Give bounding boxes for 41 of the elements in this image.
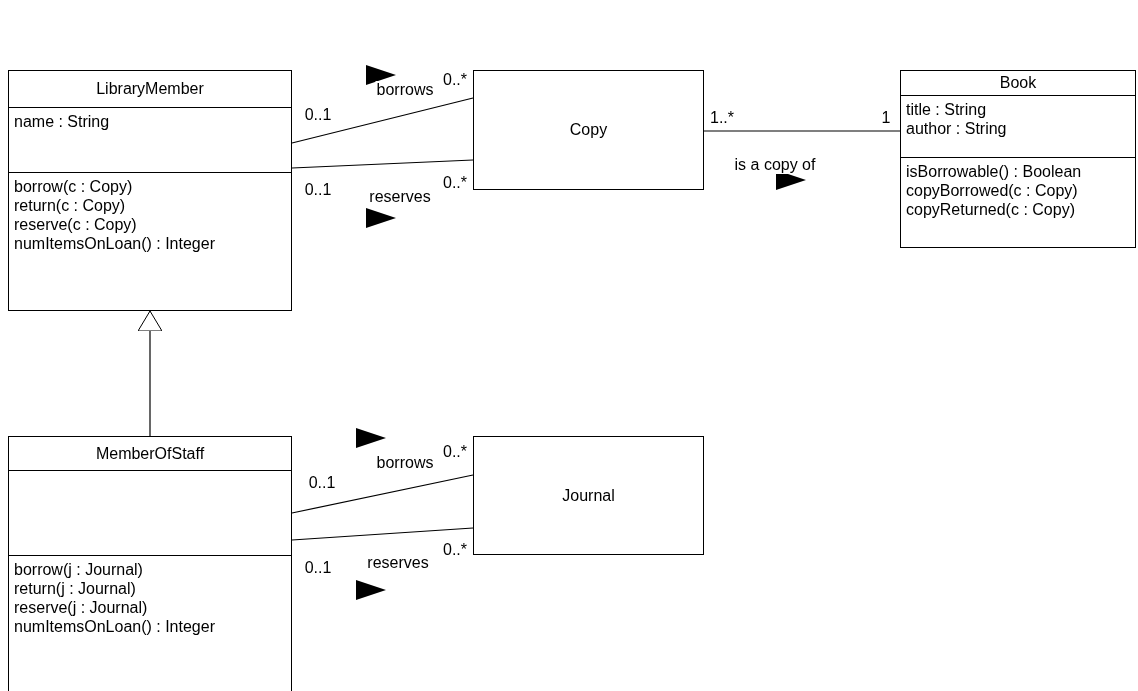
multiplicity-label: 0..1 <box>307 474 337 492</box>
association-line <box>291 527 474 541</box>
class-box <box>900 70 1136 248</box>
multiplicity-label: 0..* <box>442 443 468 461</box>
method-text: return(j : Journal) <box>14 579 136 598</box>
class-name: Journal <box>562 486 615 505</box>
method-text: reserve(j : Journal) <box>14 598 148 617</box>
method-text: copyReturned(c : Copy) <box>906 200 1075 219</box>
multiplicity-label: 0..1 <box>303 181 333 199</box>
method-text: borrow(j : Journal) <box>14 560 143 579</box>
edge-label: is a copy of <box>733 156 817 174</box>
multiplicity-label: 0..* <box>442 174 468 192</box>
multiplicity-label: 1 <box>880 109 892 127</box>
association-line <box>291 159 474 169</box>
generalization-arrow <box>137 310 163 437</box>
association-line <box>291 474 474 514</box>
class-box <box>8 70 292 311</box>
class-name: MemberOfStaff <box>95 444 205 463</box>
attribute-text: author : String <box>906 119 1007 138</box>
multiplicity-label: 1..* <box>709 109 735 127</box>
method-text: reserve(c : Copy) <box>14 215 137 234</box>
class-box <box>8 436 292 691</box>
association-line <box>291 97 474 144</box>
method-text: numItemsOnLoan() : Integer <box>14 234 215 253</box>
multiplicity-label: 0..1 <box>303 106 333 124</box>
method-text: borrow(c : Copy) <box>14 177 133 196</box>
attribute-text: name : String <box>14 112 110 131</box>
class-box <box>473 436 704 555</box>
multiplicity-label: 0..1 <box>303 559 333 577</box>
method-text: numItemsOnLoan() : Integer <box>14 617 215 636</box>
method-text: return(c : Copy) <box>14 196 126 215</box>
multiplicity-label: 0..* <box>442 71 468 89</box>
attribute-text: title : String <box>906 100 987 119</box>
class-name: LibraryMember <box>96 80 204 98</box>
class-box <box>473 70 704 190</box>
association-line <box>703 130 901 132</box>
class-name: Book <box>999 74 1037 92</box>
method-text: copyBorrowed(c : Copy) <box>906 181 1078 200</box>
multiplicity-label: 0..* <box>442 541 468 559</box>
method-text: isBorrowable() : Boolean <box>906 162 1082 181</box>
class-name: Copy <box>569 121 608 139</box>
